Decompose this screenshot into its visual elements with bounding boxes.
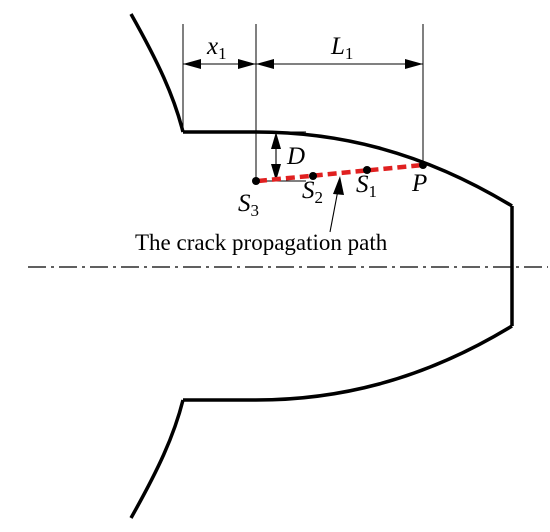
point-s1 bbox=[363, 166, 371, 174]
lower-tooth-profile bbox=[183, 324, 513, 402]
caption-leader-arrowhead bbox=[333, 176, 344, 195]
upper-tooth-flank bbox=[129, 13, 185, 133]
label-s1: S1 bbox=[356, 171, 377, 201]
label-x1: x1 bbox=[206, 33, 227, 63]
label-D: D bbox=[286, 143, 305, 170]
point-s2 bbox=[309, 172, 317, 180]
label-s3: S3 bbox=[238, 190, 259, 220]
D-arrow-top bbox=[271, 132, 281, 149]
label-L1: L1 bbox=[330, 33, 353, 63]
label-p: P bbox=[411, 170, 427, 197]
L1-arrow-left bbox=[256, 59, 274, 69]
upper-tooth-top-profile bbox=[183, 130, 513, 208]
point-s3 bbox=[252, 177, 260, 185]
L1-arrow-right bbox=[405, 59, 423, 69]
caption-leader-line bbox=[329, 189, 339, 233]
x1-arrow-right bbox=[238, 59, 256, 69]
x1-arrow-left bbox=[183, 59, 201, 69]
label-s2: S2 bbox=[302, 177, 323, 207]
point-p bbox=[419, 161, 427, 169]
D-arrow-bottom bbox=[271, 164, 281, 181]
caption-crack-propagation-path: The crack propagation path bbox=[135, 230, 388, 255]
lower-tooth-flank bbox=[129, 399, 185, 519]
